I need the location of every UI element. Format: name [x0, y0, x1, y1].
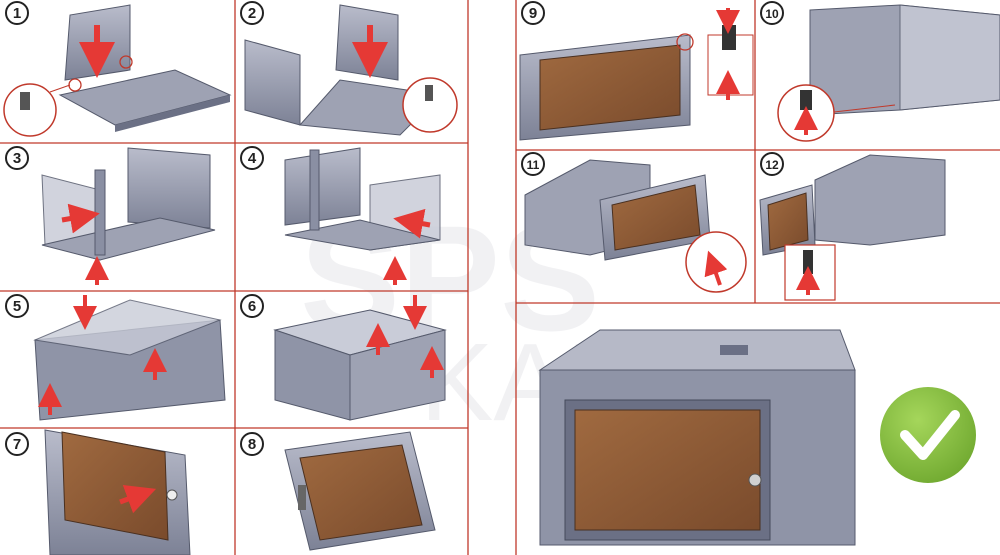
step-2-panel — [244, 4, 458, 136]
step-number: 8 — [248, 436, 256, 453]
step-badge-3: 3 — [5, 146, 29, 170]
step-badge-1: 1 — [5, 1, 29, 25]
step-12-panel — [759, 154, 946, 301]
step-number: 11 — [527, 158, 540, 172]
step-9-panel — [519, 8, 754, 141]
step-7-panel — [44, 429, 191, 555]
step-badge-6: 6 — [240, 294, 264, 318]
step-badge-2: 2 — [240, 1, 264, 25]
final-cabinet — [538, 329, 856, 546]
step-6-panel — [273, 295, 447, 421]
step-8-panel — [284, 431, 436, 551]
step-number: 4 — [248, 150, 257, 167]
step-badge-5: 5 — [5, 294, 29, 318]
step-badge-11: 11 — [521, 152, 545, 176]
step-11-panel — [524, 159, 747, 293]
step-badge-10: 10 — [760, 1, 784, 25]
step-number: 9 — [529, 5, 537, 22]
step-badge-9: 9 — [521, 1, 545, 25]
checkmark-icon — [876, 383, 980, 487]
step-5-panel — [33, 295, 226, 421]
step-number: 10 — [765, 7, 779, 21]
step-badge-7: 7 — [5, 432, 29, 456]
step-1-panel — [3, 4, 232, 137]
step-badge-12: 12 — [760, 152, 784, 176]
step-badge-8: 8 — [240, 432, 264, 456]
step-10-panel — [777, 4, 1000, 142]
step-number: 7 — [13, 436, 21, 453]
step-number: 6 — [248, 298, 256, 315]
step-number: 5 — [13, 298, 21, 315]
step-number: 1 — [13, 5, 21, 22]
step-number: 3 — [13, 150, 21, 167]
step-badge-4: 4 — [240, 146, 264, 170]
step-number: 2 — [248, 5, 256, 22]
step-4-panel — [284, 147, 441, 285]
step-3-panel — [41, 147, 216, 285]
step-number: 12 — [765, 158, 779, 172]
